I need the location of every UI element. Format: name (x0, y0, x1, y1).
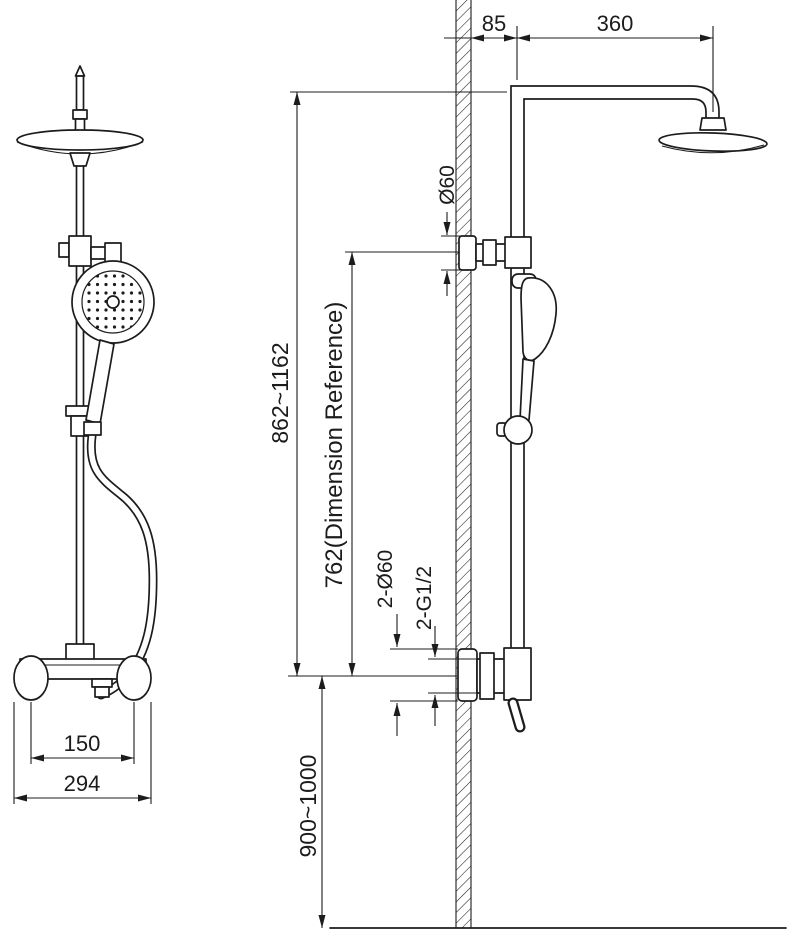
hose-outlet-nut (94, 686, 110, 698)
dim-150: 150 (30, 702, 135, 764)
dim-862-1162: 862~1162 (267, 91, 507, 677)
wall-hatch-fill (456, 0, 471, 928)
wall-section (455, 0, 472, 928)
dim-dia60-label: Ø60 (436, 165, 459, 205)
shower-bracket-front (58, 235, 122, 267)
hand-shower-handle (85, 339, 115, 425)
mixer-right-handle (116, 655, 152, 701)
hand-shower-handle-profile (519, 358, 535, 421)
dim-2-g12: 2-G1/2 (413, 566, 477, 726)
handle-nut (83, 421, 102, 436)
rain-head-disc (16, 129, 144, 151)
head-connector (699, 117, 727, 131)
dim-900-1000-label: 900~1000 (295, 755, 321, 858)
bracket-pipe-collar (504, 236, 532, 269)
front-view: 150 294 (13, 65, 158, 804)
hand-shower-center-cap (106, 295, 120, 309)
dim-294-label: 294 (64, 771, 101, 796)
dim-360: 360 (517, 11, 714, 112)
dim-85: 85 (444, 11, 518, 80)
dim-294: 294 (13, 702, 152, 804)
dim-2-dia60: 2-Ø60 (374, 550, 458, 736)
hand-shower-side (511, 273, 558, 421)
shower-hose (86, 431, 158, 700)
hand-shower-head-profile (520, 277, 558, 362)
dim-2-dia60-label: 2-Ø60 (374, 550, 397, 608)
dim-150-label: 150 (64, 731, 101, 756)
dim-900-1000: 900~1000 (295, 676, 326, 928)
valve-nut (479, 652, 495, 700)
valve-lever-inner (509, 699, 524, 731)
hand-shower-front (71, 260, 155, 436)
dim-dia60: Ø60 (436, 165, 460, 296)
slider-knob (503, 415, 533, 445)
dim-862-1162-label: 862~1162 (267, 342, 293, 443)
slider-holder-side (496, 415, 533, 445)
dim-2-g12-label: 2-G1/2 (413, 566, 436, 630)
mixer-left-handle (13, 655, 49, 701)
rain-head-profile-underside (661, 144, 765, 154)
hose-outlet-base (91, 678, 113, 688)
rain-head-hub (69, 152, 91, 167)
mixer-valve-side (457, 647, 532, 733)
top-pipe-side (510, 85, 720, 119)
valve-body (503, 647, 532, 701)
top-rod (75, 75, 85, 111)
mixer-valve-front (13, 643, 152, 701)
bracket-escutcheon (458, 235, 477, 271)
dim-762-reference: 762(Dimension Reference) (321, 251, 459, 676)
side-view: Ø60 2-Ø60 (267, 0, 787, 929)
bracket-clamp (68, 235, 92, 267)
dim-85-label: 85 (482, 11, 506, 36)
bracket-mount (104, 242, 122, 264)
dim-762-reference-label: 762(Dimension Reference) (321, 302, 348, 589)
dim-360-label: 360 (597, 11, 634, 36)
top-collar (72, 109, 88, 120)
overhead-shower-front (16, 65, 144, 167)
rain-head-profile (658, 131, 768, 153)
overhead-shower-side (658, 117, 768, 154)
bracket-knob (58, 242, 70, 258)
finial-tip (74, 65, 86, 77)
wall-bracket-side (458, 235, 532, 271)
bracket-nut-side (482, 239, 497, 266)
